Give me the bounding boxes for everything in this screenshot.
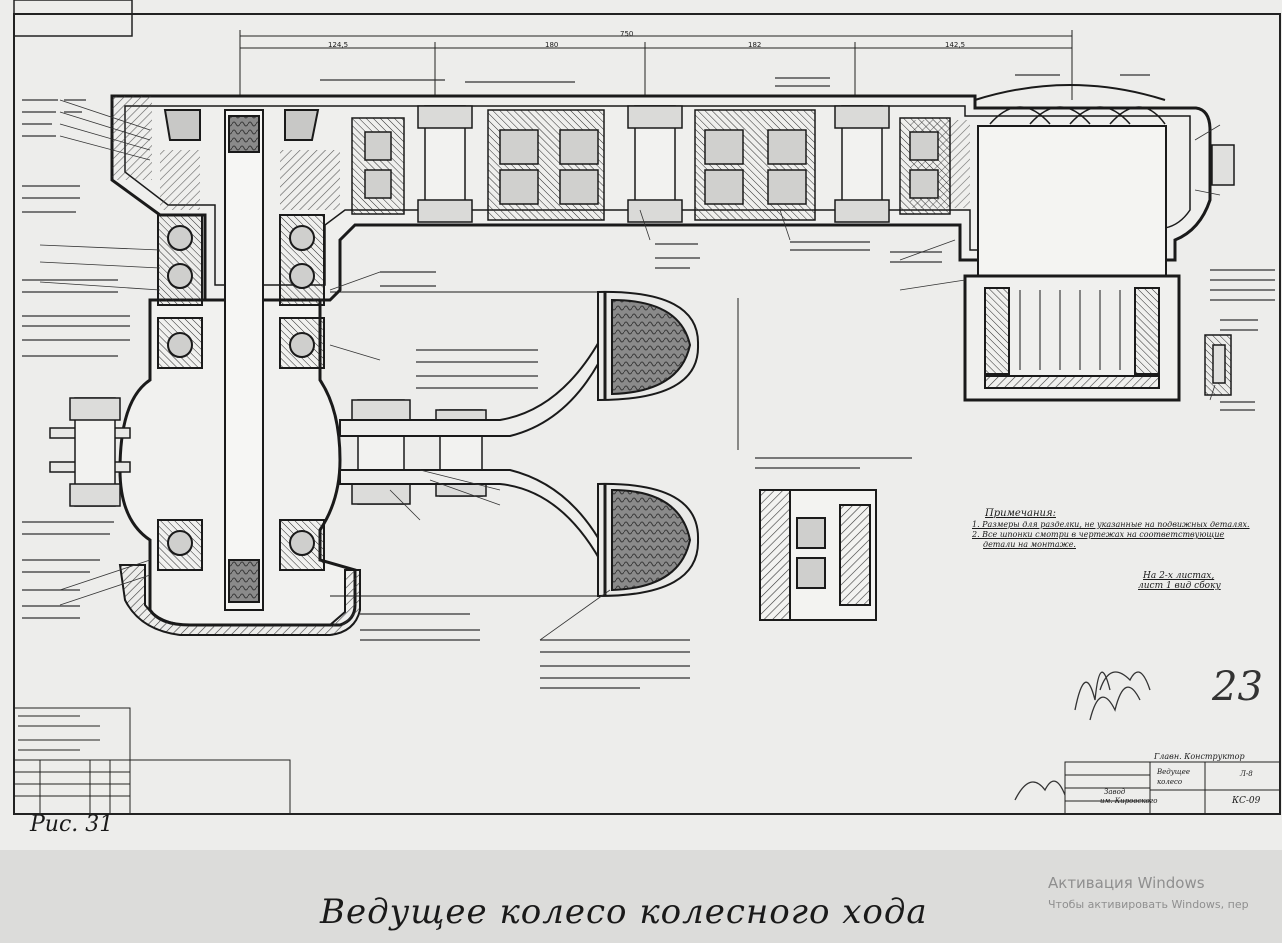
dimension-segment-3: 182 — [748, 41, 762, 49]
dimension-segment-2: 180 — [545, 41, 559, 49]
border-frame — [13, 13, 1281, 815]
tyre-upper — [597, 290, 700, 402]
bearing-group-3 — [694, 109, 816, 221]
dimension-segment-1: 124,5 — [328, 41, 349, 49]
figure-label: Рис. 31 — [30, 812, 114, 837]
title-block-plant-2: им. Кировского — [1100, 797, 1158, 805]
sheet-note-line-1: На 2-х листах, — [1143, 571, 1215, 581]
right-drum-assembly — [963, 84, 1181, 402]
note-item-2: 2. Все шпонки смотри в чертежах на соотв… — [972, 530, 1225, 539]
bearing-group-2 — [487, 109, 605, 221]
shaft-bolt-3 — [834, 105, 890, 223]
signature-marks — [1014, 671, 1151, 801]
title-block-sheet: Л-8 — [1240, 770, 1253, 778]
lower-photo-area — [0, 850, 1282, 943]
windows-activation-title: Активация Windows — [1048, 874, 1205, 892]
tyre-lower — [597, 482, 700, 598]
page-number: 23 — [1212, 664, 1263, 710]
dimension-total: 750 — [620, 30, 634, 38]
leader-lines — [39, 99, 1221, 641]
main-shaft-assembly — [118, 109, 361, 636]
title-block-name-2: колесо — [1157, 778, 1183, 786]
bearing-group-1 — [351, 117, 405, 215]
note-item-3: детали на монтаже. — [983, 540, 1076, 549]
wheel-assembly — [330, 290, 700, 598]
dimension-lines — [239, 30, 1073, 450]
sheet-note-line-2: лист 1 вид сбоку — [1138, 581, 1221, 591]
title-block-name-1: Ведущее — [1157, 768, 1191, 776]
notes-heading: Примечания: — [985, 508, 1056, 519]
top-left-box — [13, 0, 133, 37]
left-flange-bolts — [49, 397, 487, 507]
dimension-segment-4: 142,5 — [945, 41, 966, 49]
section-detail — [759, 489, 877, 621]
shaft-bolt-2 — [627, 105, 683, 223]
shaft-bolt-1 — [417, 105, 473, 223]
figure-caption: Ведущее колесо колесного хода — [320, 892, 928, 932]
revision-table — [13, 707, 291, 815]
callout-marks — [22, 74, 1275, 689]
bearing-group-4 — [899, 117, 951, 215]
title-block-grid — [1064, 761, 1281, 815]
windows-activation-subtitle[interactable]: Чтобы активировать Windows, пер — [1048, 898, 1249, 911]
chief-designer-label: Главн. Конструктор — [1154, 752, 1245, 761]
title-block-plant-1: Завод — [1104, 788, 1126, 796]
bearing-stack — [351, 105, 951, 223]
note-item-1: 1. Размеры для разделки, не указанные на… — [972, 520, 1250, 529]
detail-view-small — [1204, 144, 1235, 396]
title-block-code: КС-09 — [1232, 796, 1261, 806]
